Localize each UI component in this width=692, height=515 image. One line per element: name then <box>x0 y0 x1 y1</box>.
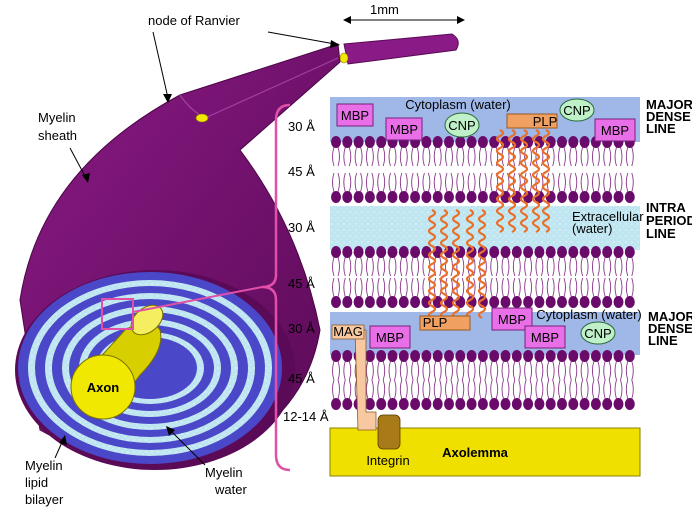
plp-helices <box>427 129 551 319</box>
cytoplasm-top-label: Cytoplasm (water) <box>405 97 510 112</box>
myelinated-axon-illustration: Axon <box>15 33 459 470</box>
intra-period-1: INTRA <box>646 200 686 215</box>
mbp-protein-1 <box>336 103 374 127</box>
node-of-ranvier-label: node of Ranvier <box>148 13 240 28</box>
plp-label-bottom: PLP <box>423 315 448 330</box>
spacing-label-1: 30 Å <box>288 119 315 134</box>
myelin-water-label-2: water <box>214 482 247 497</box>
spacing-label-6: 45 Å <box>288 371 315 386</box>
cnp-protein-2 <box>559 98 595 122</box>
node-dot-secondary <box>195 113 209 123</box>
myelin-water-label-1: Myelin <box>205 465 243 480</box>
membrane-schematic: Axolemma MAG Integrin MBP MBP CNP Cytopl… <box>329 97 644 477</box>
axolemma-label: Axolemma <box>442 445 509 460</box>
mbp-protein-3 <box>594 118 636 142</box>
spacing-label-2: 45 Å <box>288 164 315 179</box>
myelin-sheath-label-1: Myelin <box>38 110 76 125</box>
spacing-label-5: 30 Å <box>288 321 315 336</box>
plp-protein-bottom <box>419 315 471 331</box>
major-dense-top-1: MAJOR <box>646 97 692 112</box>
integrin-label: Integrin <box>366 453 409 468</box>
mbp-label-1: MBP <box>341 108 369 123</box>
cnp-label-2: CNP <box>563 103 590 118</box>
spacing-label-7: 12-14 Å <box>283 409 329 424</box>
mbp-label-2: MBP <box>390 122 418 137</box>
mbp-label-6: MBP <box>531 330 559 345</box>
major-dense-top-2: DENSE <box>646 109 691 124</box>
intra-period-3: LINE <box>646 226 676 241</box>
myelin-cross-section <box>15 270 295 470</box>
zoom-box <box>101 298 134 330</box>
major-dense-top-3: LINE <box>646 121 676 136</box>
axon-cylinder <box>70 304 164 420</box>
integrin-protein <box>377 414 401 450</box>
mbp-label-5: MBP <box>498 312 526 327</box>
mbp-label-3: MBP <box>601 123 629 138</box>
cnp-label-1: CNP <box>448 118 475 133</box>
major-dense-bottom-3: LINE <box>648 333 678 348</box>
left-labels: node of Ranvier 1mm Myelin sheath Myelin… <box>25 2 465 507</box>
cnp-label-3: CNP <box>584 326 611 341</box>
intra-period-2: PERIOD <box>646 213 692 228</box>
cnp-protein-3 <box>580 321 616 345</box>
node-of-ranvier-dot <box>339 52 349 64</box>
mbp-protein-5 <box>491 307 533 331</box>
mag-protein <box>354 329 377 431</box>
line-labels: MAJOR DENSE LINE INTRA PERIOD LINE MAJOR… <box>646 97 692 348</box>
mag-label: MAG <box>333 324 363 339</box>
lipid-bilayer-label-1: Myelin <box>25 458 63 473</box>
myelin-sheath-label-2: sheath <box>38 128 77 143</box>
lipid-bilayer-label-2: lipid <box>25 475 48 490</box>
spacing-label-4: 45 Å <box>288 276 315 291</box>
extracellular-label-1: Extracellular <box>572 209 644 224</box>
mbp-protein-6 <box>524 325 566 349</box>
zoom-brace <box>261 103 291 472</box>
major-dense-bottom-2: DENSE <box>648 321 692 336</box>
axon-label: Axon <box>87 380 120 395</box>
plp-label-top: PLP <box>533 114 558 129</box>
mbp-label-4: MBP <box>376 330 404 345</box>
plp-protein-top <box>506 113 558 129</box>
lipid-bilayer-label-3: bilayer <box>25 492 64 507</box>
lipid-bilayers <box>331 136 635 410</box>
major-dense-bottom-1: MAJOR <box>648 309 692 324</box>
mbp-protein-2 <box>385 117 423 141</box>
cnp-protein-1 <box>444 112 480 138</box>
scale-label: 1mm <box>370 2 399 17</box>
cytoplasm-bottom-label: Cytoplasm (water) <box>536 307 641 322</box>
spacing-labels: 30 Å 45 Å 30 Å 45 Å 30 Å 45 Å 12-14 Å <box>283 119 329 424</box>
mbp-protein-4 <box>369 325 411 349</box>
spacing-label-3: 30 Å <box>288 220 315 235</box>
extracellular-label-2: (water) <box>572 221 612 236</box>
myelin-segment-far <box>343 33 459 65</box>
